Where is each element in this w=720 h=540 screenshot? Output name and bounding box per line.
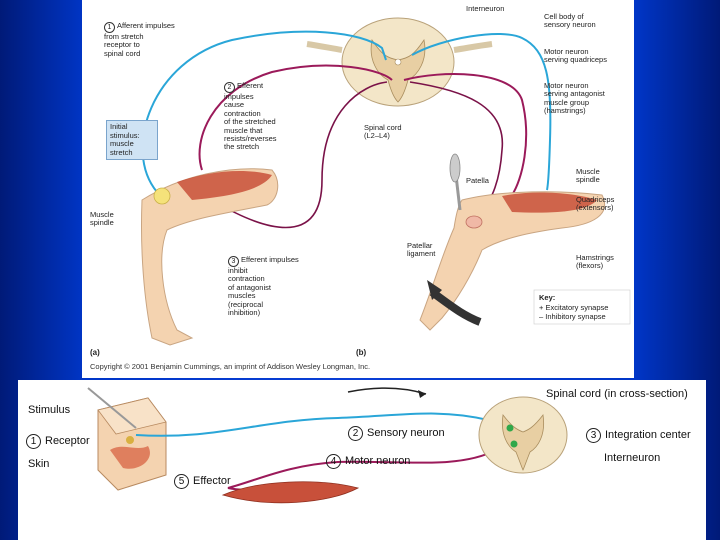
muscle-spindle-right-label: Muscle spindle bbox=[576, 167, 600, 185]
key-excitatory: + Excitatory synapse bbox=[539, 303, 609, 312]
quadriceps-label: Quadriceps (extensors) bbox=[576, 195, 615, 213]
stimulus-label: Stimulus bbox=[28, 404, 71, 416]
interneuron-label: Interneuron bbox=[604, 452, 661, 464]
interneuron-label: Interneuron bbox=[466, 4, 505, 13]
spinal-cord-section bbox=[306, 17, 493, 107]
muscle-spindle-left-label: Muscle spindle bbox=[90, 210, 114, 228]
sensory-neuron-path bbox=[135, 412, 499, 437]
efferent-quad-pathway bbox=[198, 64, 528, 196]
panel-b-tag: (b) bbox=[356, 348, 367, 357]
motor-ham-label: Motor neuron serving antagonist muscle g… bbox=[544, 81, 605, 116]
spinal-cord-label: Spinal cord (L2–L4) bbox=[364, 123, 402, 141]
cell-body-label: Cell body of sensory neuron bbox=[544, 12, 596, 30]
hamstrings-label: Hamstrings (flexors) bbox=[576, 253, 614, 271]
patella-label: Patella bbox=[466, 176, 489, 185]
stretch-reflex-drawing bbox=[140, 17, 631, 346]
skin-label: Skin bbox=[28, 458, 50, 470]
motor-quad-label: Motor neuron serving quadriceps bbox=[544, 47, 607, 65]
copyright-notice: Copyright © 2001 Benjamin Cummings, an i… bbox=[90, 362, 371, 371]
initial-stimulus-box: Initial stimulus: muscle stretch bbox=[106, 120, 158, 160]
skin-block bbox=[97, 397, 167, 491]
panel-a-tag: (a) bbox=[90, 348, 100, 357]
key-inhibitory: – Inhibitory synapse bbox=[539, 312, 606, 321]
spinal-cord-label: Spinal cord (in cross-section) bbox=[546, 388, 688, 400]
effector-muscle bbox=[221, 481, 360, 504]
reflex-arc-drawing bbox=[87, 387, 568, 504]
left-leg bbox=[140, 168, 279, 346]
key-title: Key: bbox=[539, 293, 556, 302]
right-leg bbox=[419, 153, 605, 331]
patellar-ligament-label: Patellar ligament bbox=[407, 241, 436, 259]
spinal-cord-cross-section bbox=[478, 396, 568, 474]
